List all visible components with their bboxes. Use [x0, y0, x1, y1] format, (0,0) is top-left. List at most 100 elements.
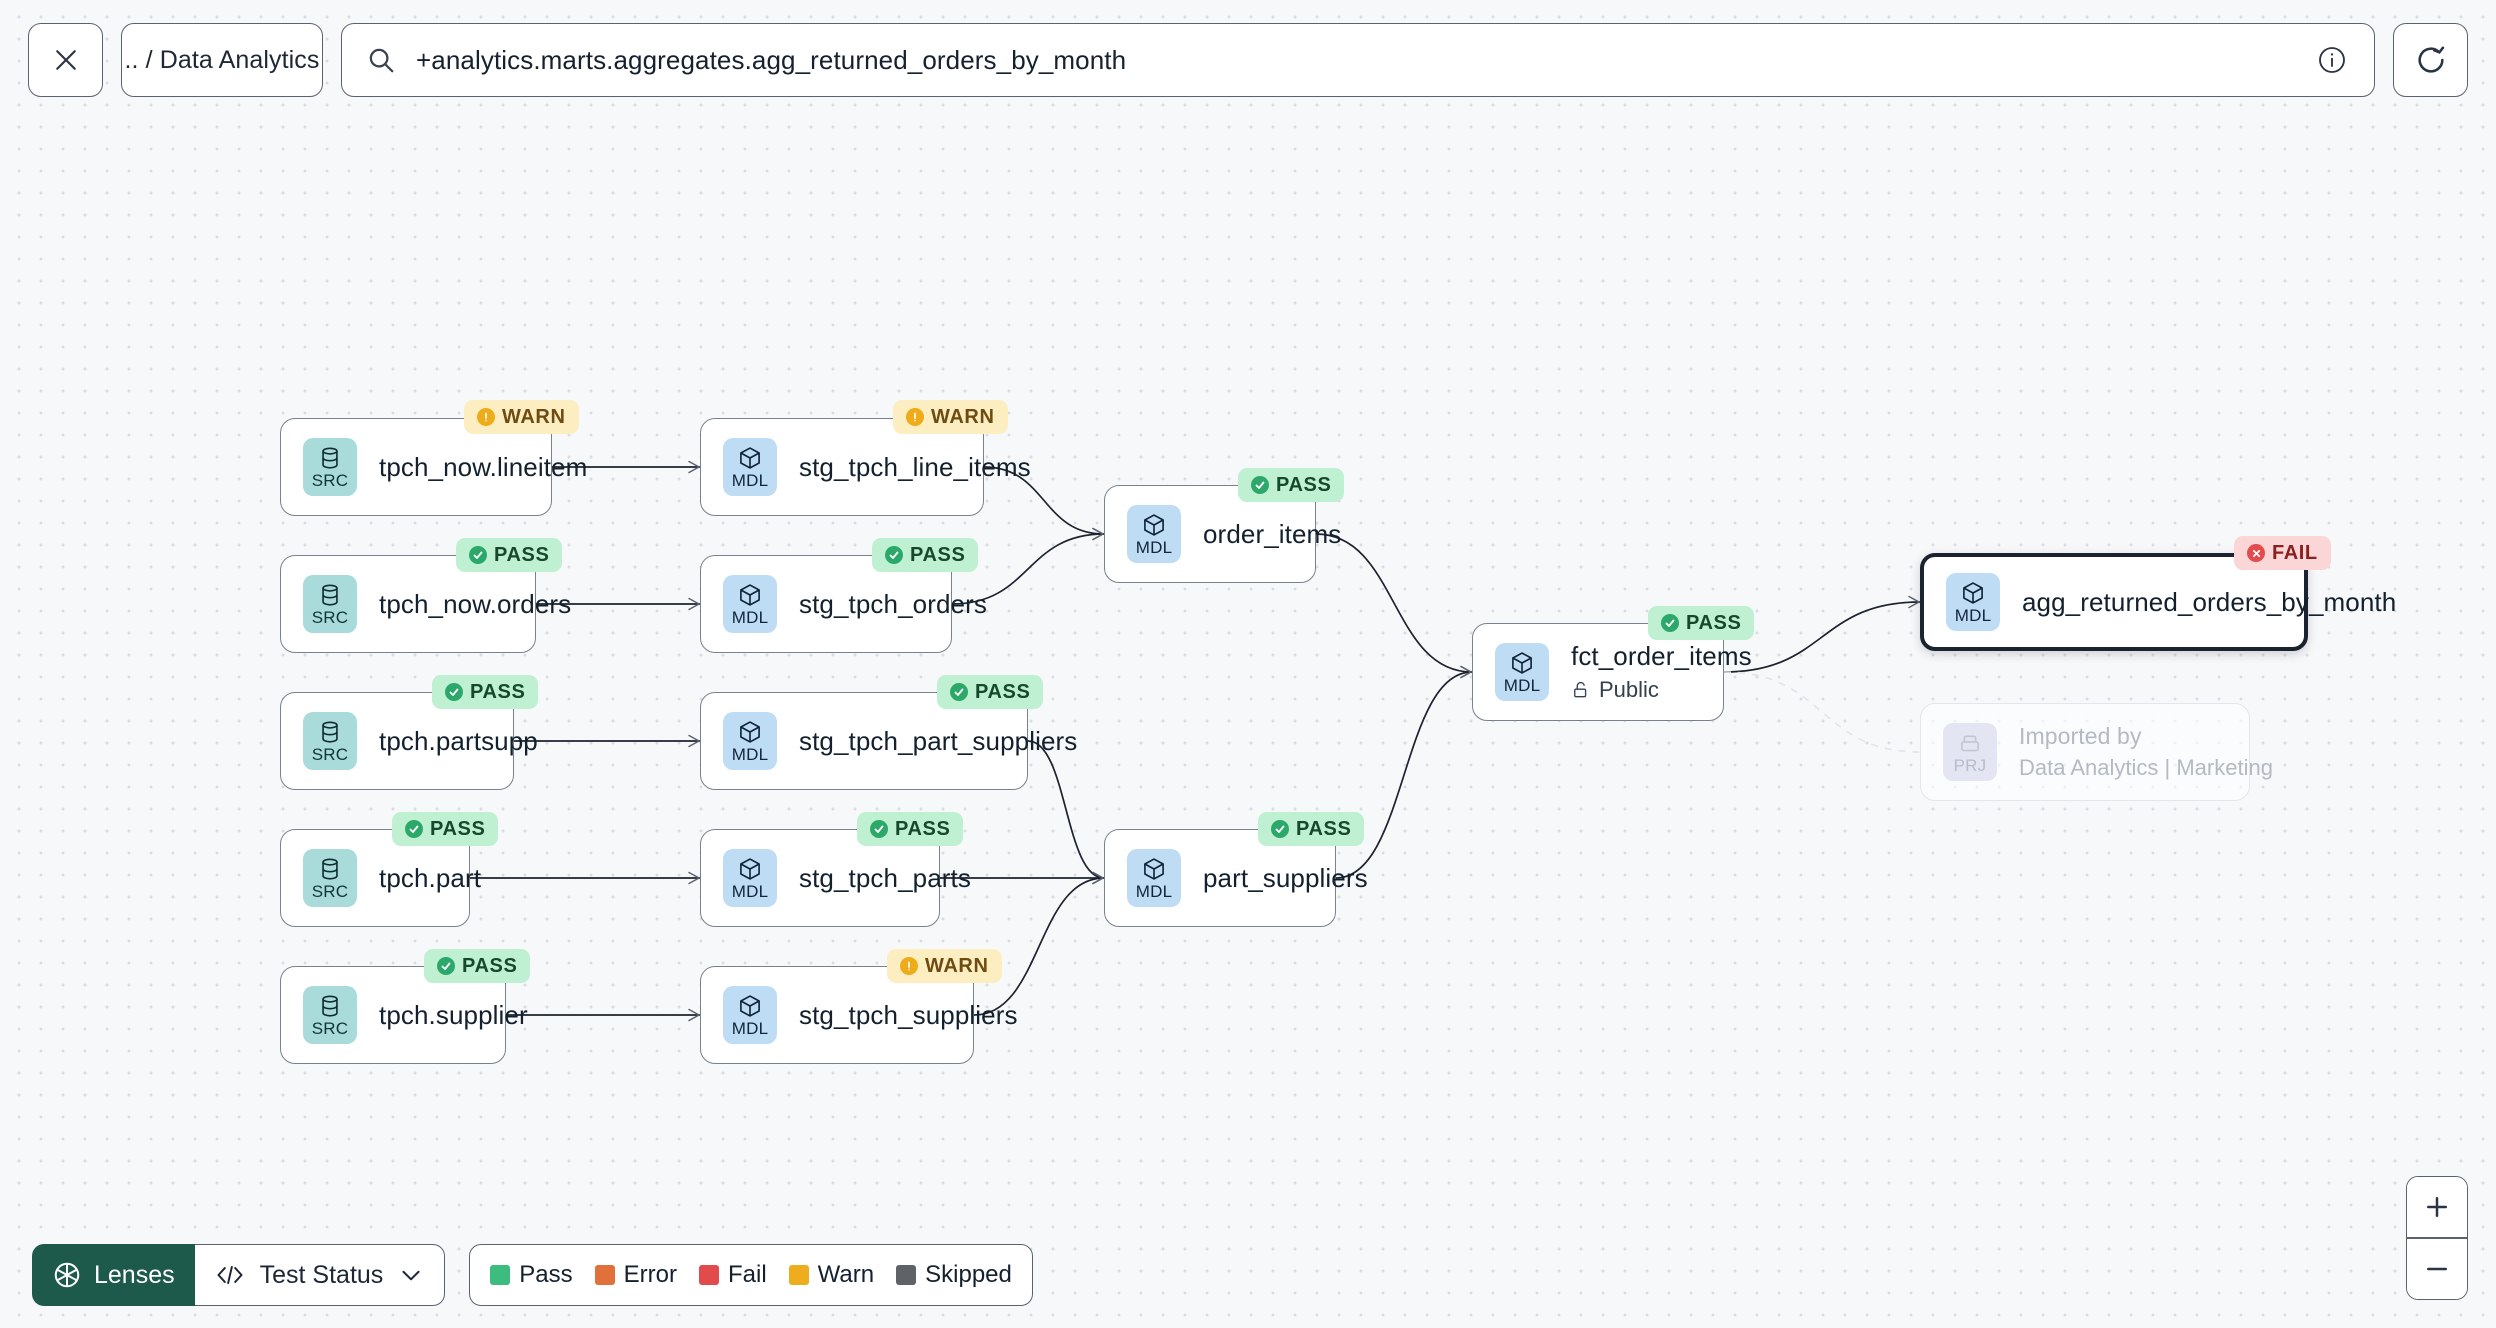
status-badge-pass[interactable]: PASS	[456, 538, 563, 572]
node-type-label: MDL	[731, 745, 769, 764]
legend-swatch	[490, 1265, 511, 1285]
edge-arrowhead-icon	[1092, 871, 1104, 885]
legend-swatch	[896, 1265, 917, 1285]
cube-icon	[1960, 580, 1986, 606]
close-button[interactable]	[28, 23, 103, 97]
test-status-dropdown[interactable]: Test Status	[194, 1244, 446, 1306]
edge-arrowhead-icon	[1460, 665, 1472, 679]
lenses-label: Lenses	[94, 1260, 175, 1289]
status-dot-icon	[477, 408, 495, 426]
legend-item-fail[interactable]: Fail	[699, 1261, 767, 1289]
close-icon	[51, 45, 81, 75]
edge-arrowhead-icon	[688, 734, 700, 748]
unlock-icon	[1571, 680, 1591, 700]
status-badge-pass[interactable]: PASS	[1258, 812, 1365, 846]
status-badge-pass[interactable]: PASS	[857, 812, 964, 846]
status-dot-icon	[445, 683, 463, 701]
node-name: tpch.partsupp	[379, 725, 538, 756]
legend-item-skipped[interactable]: Skipped	[896, 1261, 1012, 1289]
status-badge-pass[interactable]: PASS	[424, 949, 531, 983]
status-badge-fail[interactable]: FAIL	[2234, 536, 2331, 570]
node-type-label: MDL	[731, 1019, 769, 1038]
status-badge-warn[interactable]: WARN	[887, 949, 1002, 983]
node-name: agg_returned_orders_by_month	[2022, 586, 2397, 617]
lenses-group: Lenses Test Status	[32, 1244, 446, 1306]
zoom-divider	[2407, 1237, 2467, 1239]
legend-swatch	[699, 1265, 719, 1285]
search-icon	[366, 45, 396, 75]
edge-arrowhead-icon	[688, 460, 700, 474]
node-name: part_suppliers	[1203, 862, 1368, 893]
status-badge-pass[interactable]: PASS	[872, 538, 979, 572]
node-label: part_suppliers	[1203, 863, 1368, 894]
bottom-toolbar: Lenses Test Status Pass Error Fail Warn Skip…	[32, 1244, 1033, 1306]
graph-edge	[973, 877, 1105, 1016]
zoom-in-button[interactable]	[2407, 1177, 2467, 1238]
status-badge-pass[interactable]: PASS	[1238, 468, 1345, 502]
status-badge-label: PASS	[470, 680, 526, 703]
status-badge-pass[interactable]: PASS	[392, 812, 499, 846]
status-badge-warn[interactable]: WARN	[893, 400, 1008, 434]
breadcrumb[interactable]: .. / Data Analytics	[121, 23, 323, 97]
status-dot-icon	[885, 546, 903, 564]
node-subtitle: Data Analytics | Marketing	[2019, 755, 2273, 781]
project-icon	[1957, 730, 1983, 756]
node-type-label: MDL	[1503, 676, 1541, 695]
node-type-badge: MDL	[723, 712, 777, 770]
node-type-badge: MDL	[723, 575, 777, 633]
chevron-down-icon	[398, 1262, 424, 1288]
status-badge-warn[interactable]: WARN	[464, 400, 579, 434]
zoom-controls	[2406, 1176, 2468, 1300]
graph-node-agg_returned_orders[interactable]: MDL agg_returned_orders_by_month	[1920, 553, 2396, 651]
status-badge-label: WARN	[502, 405, 566, 428]
status-badge-label: PASS	[494, 543, 550, 566]
status-badge-label: PASS	[1296, 817, 1352, 840]
node-type-badge: MDL	[1127, 849, 1181, 907]
node-type-label: SRC	[311, 1019, 349, 1038]
legend-item-error[interactable]: Error	[594, 1261, 677, 1289]
status-dot-icon	[437, 957, 455, 975]
node-type-badge: SRC	[303, 986, 357, 1044]
status-badge-label: PASS	[430, 817, 486, 840]
node-type-badge: MDL	[723, 986, 777, 1044]
zoom-out-button[interactable]	[2407, 1239, 2467, 1299]
node-name: fct_order_items	[1571, 641, 1752, 671]
graph-edge	[1027, 740, 1105, 879]
cube-icon	[737, 582, 763, 608]
status-badge-label: WARN	[925, 954, 989, 977]
status-badge-pass[interactable]: PASS	[1648, 606, 1755, 640]
node-type-label: MDL	[1954, 606, 1992, 625]
node-type-label: MDL	[1135, 882, 1173, 901]
node-label: stg_tpch_line_items	[799, 452, 1031, 483]
legend-swatch	[788, 1265, 809, 1285]
lenses-button[interactable]: Lenses	[32, 1244, 195, 1306]
node-type-badge: PRJ	[1943, 723, 1997, 781]
status-badge-pass[interactable]: PASS	[432, 675, 539, 709]
legend-item-warn[interactable]: Warn	[788, 1261, 874, 1289]
refresh-icon	[2414, 43, 2448, 77]
node-name: stg_tpch_parts	[799, 862, 971, 893]
refresh-button[interactable]	[2393, 23, 2468, 97]
legend-item-pass[interactable]: Pass	[490, 1261, 573, 1289]
status-badge-label: PASS	[462, 954, 518, 977]
graph-edge	[1723, 671, 1921, 753]
info-circle-icon[interactable]	[2316, 44, 2348, 76]
node-label: stg_tpch_orders	[799, 589, 987, 620]
node-name: stg_tpch_orders	[799, 588, 987, 619]
search-input[interactable]: +analytics.marts.aggregates.agg_returned…	[341, 23, 2375, 97]
node-type-badge: MDL	[1946, 573, 2000, 631]
breadcrumb-label: .. / Data Analytics	[124, 45, 320, 74]
cube-icon	[737, 856, 763, 882]
status-badge-pass[interactable]: PASS	[937, 675, 1044, 709]
